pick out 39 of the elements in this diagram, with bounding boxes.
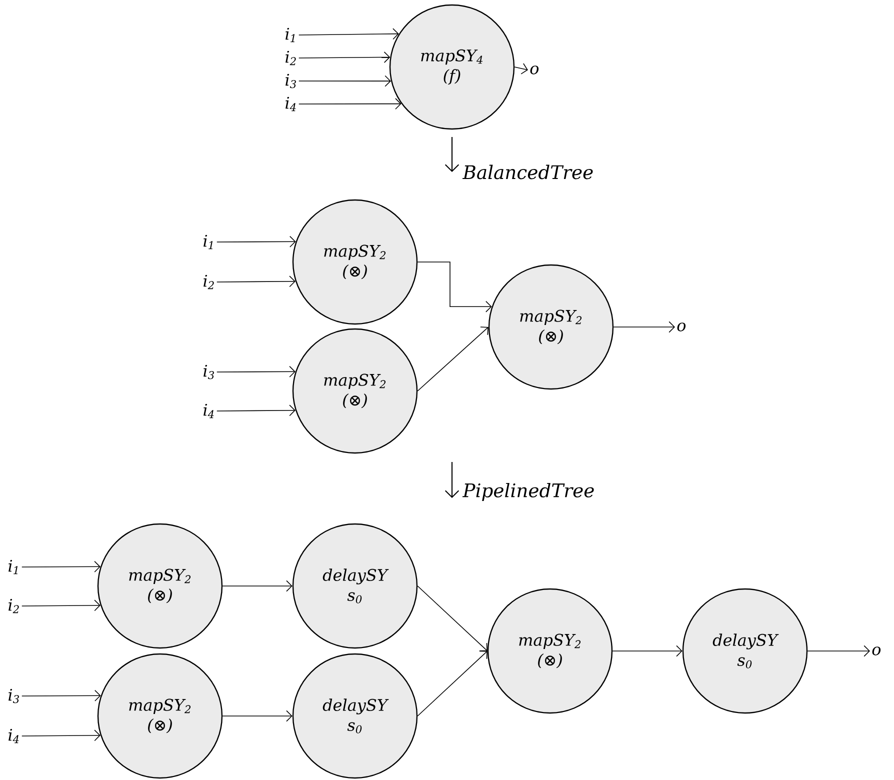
arrow bbox=[216, 404, 296, 416]
arrow bbox=[298, 75, 391, 87]
arrow bbox=[21, 690, 101, 702]
arrow bbox=[612, 645, 682, 657]
signal-label: o bbox=[677, 322, 686, 332]
arrow bbox=[417, 262, 492, 312]
signal-label: i$_{4}$ bbox=[286, 96, 296, 112]
signal-label: i$_{3}$ bbox=[8, 688, 19, 704]
signal-label: i$_{2}$ bbox=[286, 50, 296, 66]
signal-label: o bbox=[872, 646, 881, 656]
signal-label: i$_{4}$ bbox=[204, 404, 214, 418]
arrow bbox=[514, 63, 528, 74]
arrow bbox=[298, 28, 399, 40]
arrow bbox=[216, 366, 296, 378]
arrow bbox=[222, 710, 292, 722]
signal-label: o bbox=[530, 66, 539, 74]
arrow bbox=[807, 645, 870, 657]
signal-label: i$_{3}$ bbox=[286, 74, 296, 88]
arrow bbox=[417, 326, 488, 392]
arrow bbox=[613, 321, 675, 333]
signal-label: i$_{4}$ bbox=[8, 728, 19, 744]
arrow bbox=[222, 580, 292, 592]
arrow bbox=[216, 236, 296, 248]
signal-label: i$_{2}$ bbox=[8, 598, 19, 614]
transformation-label: BalancedTree bbox=[462, 164, 593, 180]
arrow bbox=[21, 600, 100, 612]
transformation-label: PipelinedTree bbox=[462, 482, 594, 502]
signal-label: i$_{1}$ bbox=[204, 234, 213, 250]
arrow bbox=[417, 650, 488, 716]
arrow bbox=[21, 730, 100, 742]
arrow bbox=[216, 276, 296, 288]
arrow bbox=[298, 98, 402, 110]
arrow bbox=[298, 52, 390, 63]
signal-label: i$_{3}$ bbox=[204, 364, 214, 380]
arrow bbox=[417, 586, 488, 652]
signal-label: i$_{2}$ bbox=[204, 274, 214, 290]
arrow bbox=[21, 560, 100, 572]
signal-label: i$_{1}$ bbox=[8, 560, 18, 574]
signal-label: i$_{1}$ bbox=[286, 28, 295, 42]
